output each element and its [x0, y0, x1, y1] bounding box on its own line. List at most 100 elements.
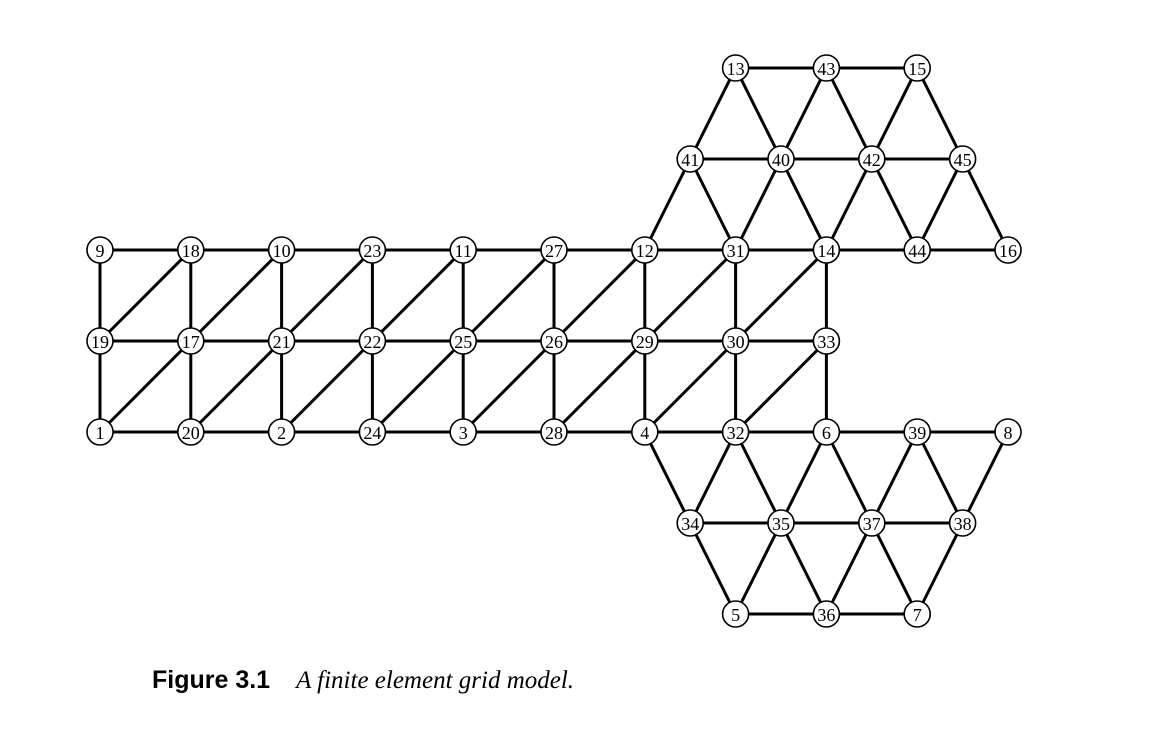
node-5: 5	[721, 600, 750, 628]
node-label: 43	[817, 59, 835, 79]
edge-25-24	[370, 339, 465, 434]
node-label: 24	[363, 423, 381, 443]
node-label: 9	[96, 241, 105, 261]
node-12: 12	[630, 236, 659, 264]
node-circle	[177, 236, 205, 264]
node-18: 18	[177, 236, 205, 264]
edge-33-32	[734, 339, 828, 434]
node-circle	[540, 236, 568, 264]
node-11: 11	[449, 236, 478, 264]
edge-43-42	[824, 66, 874, 161]
node-circle	[676, 509, 705, 537]
node-circle	[812, 600, 841, 628]
edge-35-5	[734, 521, 783, 616]
node-24: 24	[358, 418, 387, 446]
node-27: 27	[540, 236, 568, 264]
node-circle	[449, 327, 478, 355]
node-3: 3	[449, 418, 478, 446]
node-17: 17	[177, 327, 205, 355]
node-circle	[903, 54, 932, 82]
edge-11-22	[370, 248, 465, 343]
edge-12-26	[552, 248, 647, 343]
node-19: 19	[86, 327, 114, 355]
edge-15-42	[870, 66, 919, 161]
node-circle	[948, 145, 977, 173]
node-29: 29	[630, 327, 659, 355]
node-circle	[630, 418, 659, 446]
node-circle	[994, 418, 1022, 446]
node-1: 1	[86, 418, 114, 446]
node-label: 38	[954, 514, 972, 534]
node-6: 6	[812, 418, 841, 446]
node-label: 5	[731, 605, 740, 625]
node-label: 28	[545, 423, 563, 443]
node-circle	[449, 418, 478, 446]
node-circle	[857, 145, 886, 173]
node-22: 22	[358, 327, 387, 355]
node-label: 13	[727, 59, 745, 79]
node-label: 6	[822, 423, 831, 443]
node-37: 37	[857, 509, 886, 537]
edge-27-25	[461, 248, 556, 343]
node-34: 34	[676, 509, 705, 537]
node-4: 4	[630, 418, 659, 446]
node-circle	[903, 600, 932, 628]
node-circle	[767, 145, 795, 173]
node-41: 41	[676, 145, 705, 173]
node-label: 18	[182, 241, 200, 261]
node-circle	[721, 236, 750, 264]
node-circle	[721, 327, 750, 355]
edge-42-44	[870, 157, 919, 252]
edge-21-20	[189, 339, 284, 434]
node-44: 44	[903, 236, 932, 264]
node-label: 8	[1004, 423, 1013, 443]
node-circle	[903, 418, 932, 446]
node-circle	[358, 327, 387, 355]
node-circle	[177, 418, 205, 446]
node-label: 11	[455, 241, 472, 261]
node-circle	[86, 236, 114, 264]
edge-31-29	[643, 248, 738, 343]
edge-40-31	[734, 157, 783, 252]
edge-42-14	[824, 157, 874, 252]
node-label: 35	[772, 514, 790, 534]
edge-32-34	[688, 430, 738, 525]
edge-45-44	[915, 157, 965, 252]
node-circle	[358, 418, 387, 446]
node-circle	[449, 236, 478, 264]
node-33: 33	[812, 327, 841, 355]
node-7: 7	[903, 600, 932, 628]
edge-8-38	[961, 430, 1010, 525]
node-16: 16	[994, 236, 1022, 264]
node-circle	[177, 327, 205, 355]
node-circle	[540, 418, 568, 446]
node-30: 30	[721, 327, 750, 355]
node-label: 33	[817, 332, 835, 352]
node-circle	[812, 327, 841, 355]
node-circle	[812, 236, 841, 264]
edge-22-2	[280, 339, 374, 434]
node-43: 43	[812, 54, 841, 82]
node-circle	[86, 418, 114, 446]
edge-41-12	[643, 157, 692, 252]
node-25: 25	[449, 327, 478, 355]
node-label: 44	[908, 241, 926, 261]
node-42: 42	[857, 145, 886, 173]
node-circle	[267, 418, 296, 446]
node-label: 29	[636, 332, 654, 352]
edge-17-1	[98, 339, 193, 434]
node-label: 32	[727, 423, 745, 443]
node-label: 2	[277, 423, 286, 443]
node-circle	[903, 236, 932, 264]
node-label: 1	[96, 423, 105, 443]
edge-6-35	[779, 430, 828, 525]
node-circle	[358, 236, 387, 264]
node-32: 32	[721, 418, 750, 446]
node-35: 35	[767, 509, 795, 537]
node-label: 19	[91, 332, 109, 352]
edge-39-38	[915, 430, 965, 525]
node-label: 41	[681, 150, 699, 170]
edge-4-34	[643, 430, 692, 525]
figure-label: Figure 3.1	[152, 666, 271, 694]
